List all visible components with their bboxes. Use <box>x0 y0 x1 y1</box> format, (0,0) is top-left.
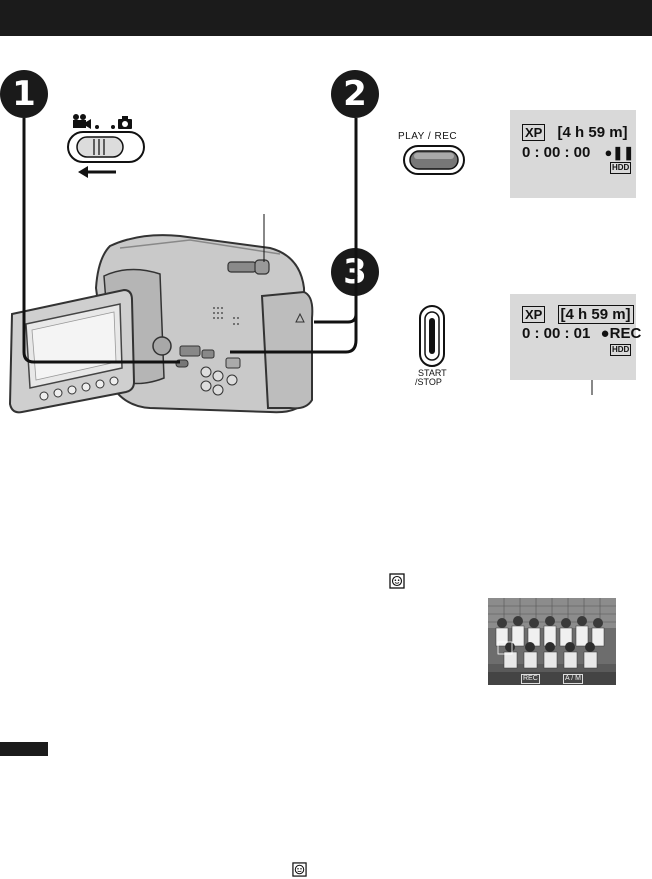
lcd-standby-display: XP [4 h 59 m] 0 : 00 : 00 ●❚❚ HDD <box>510 110 636 198</box>
step-1-badge: 1 <box>0 70 48 118</box>
header-bar <box>0 0 652 36</box>
note-heading-bar <box>0 742 48 756</box>
play-rec-button[interactable] <box>402 144 466 176</box>
start-stop-label-line2: /STOP <box>415 377 442 387</box>
timecode: 0 : 00 : 01 <box>522 325 591 342</box>
team-photo <box>488 598 616 685</box>
remaining-time: [4 h 59 m] <box>557 124 628 141</box>
record-pause-indicator: ●❚❚ <box>604 145 635 160</box>
face-detection-icon <box>389 573 405 589</box>
play-rec-label: PLAY / REC <box>398 131 458 142</box>
step-2-badge: 2 <box>331 70 379 118</box>
rec-indicator: ●REC <box>600 325 642 342</box>
still-camera-icon <box>118 116 132 129</box>
photo-rec-overlay: REC <box>521 674 540 684</box>
hdd-icon: HDD <box>610 162 632 174</box>
timecode: 0 : 00 : 00 <box>522 144 591 161</box>
start-stop-label-line1: START <box>418 368 447 378</box>
remaining-time: [4 h 59 m] <box>557 305 634 324</box>
face-detection-icon <box>292 862 307 877</box>
mode-indicator: XP <box>522 124 546 141</box>
mode-indicator: XP <box>522 306 546 323</box>
lcd-recording-display: XP [4 h 59 m] 0 : 00 : 01 ●REC HDD <box>510 294 641 380</box>
hdd-icon: HDD <box>610 344 632 356</box>
mode-switch-illustration <box>67 114 145 178</box>
start-stop-button[interactable] <box>418 304 446 368</box>
photo-am-overlay: A / M <box>563 674 583 684</box>
video-camera-icon <box>73 114 91 129</box>
